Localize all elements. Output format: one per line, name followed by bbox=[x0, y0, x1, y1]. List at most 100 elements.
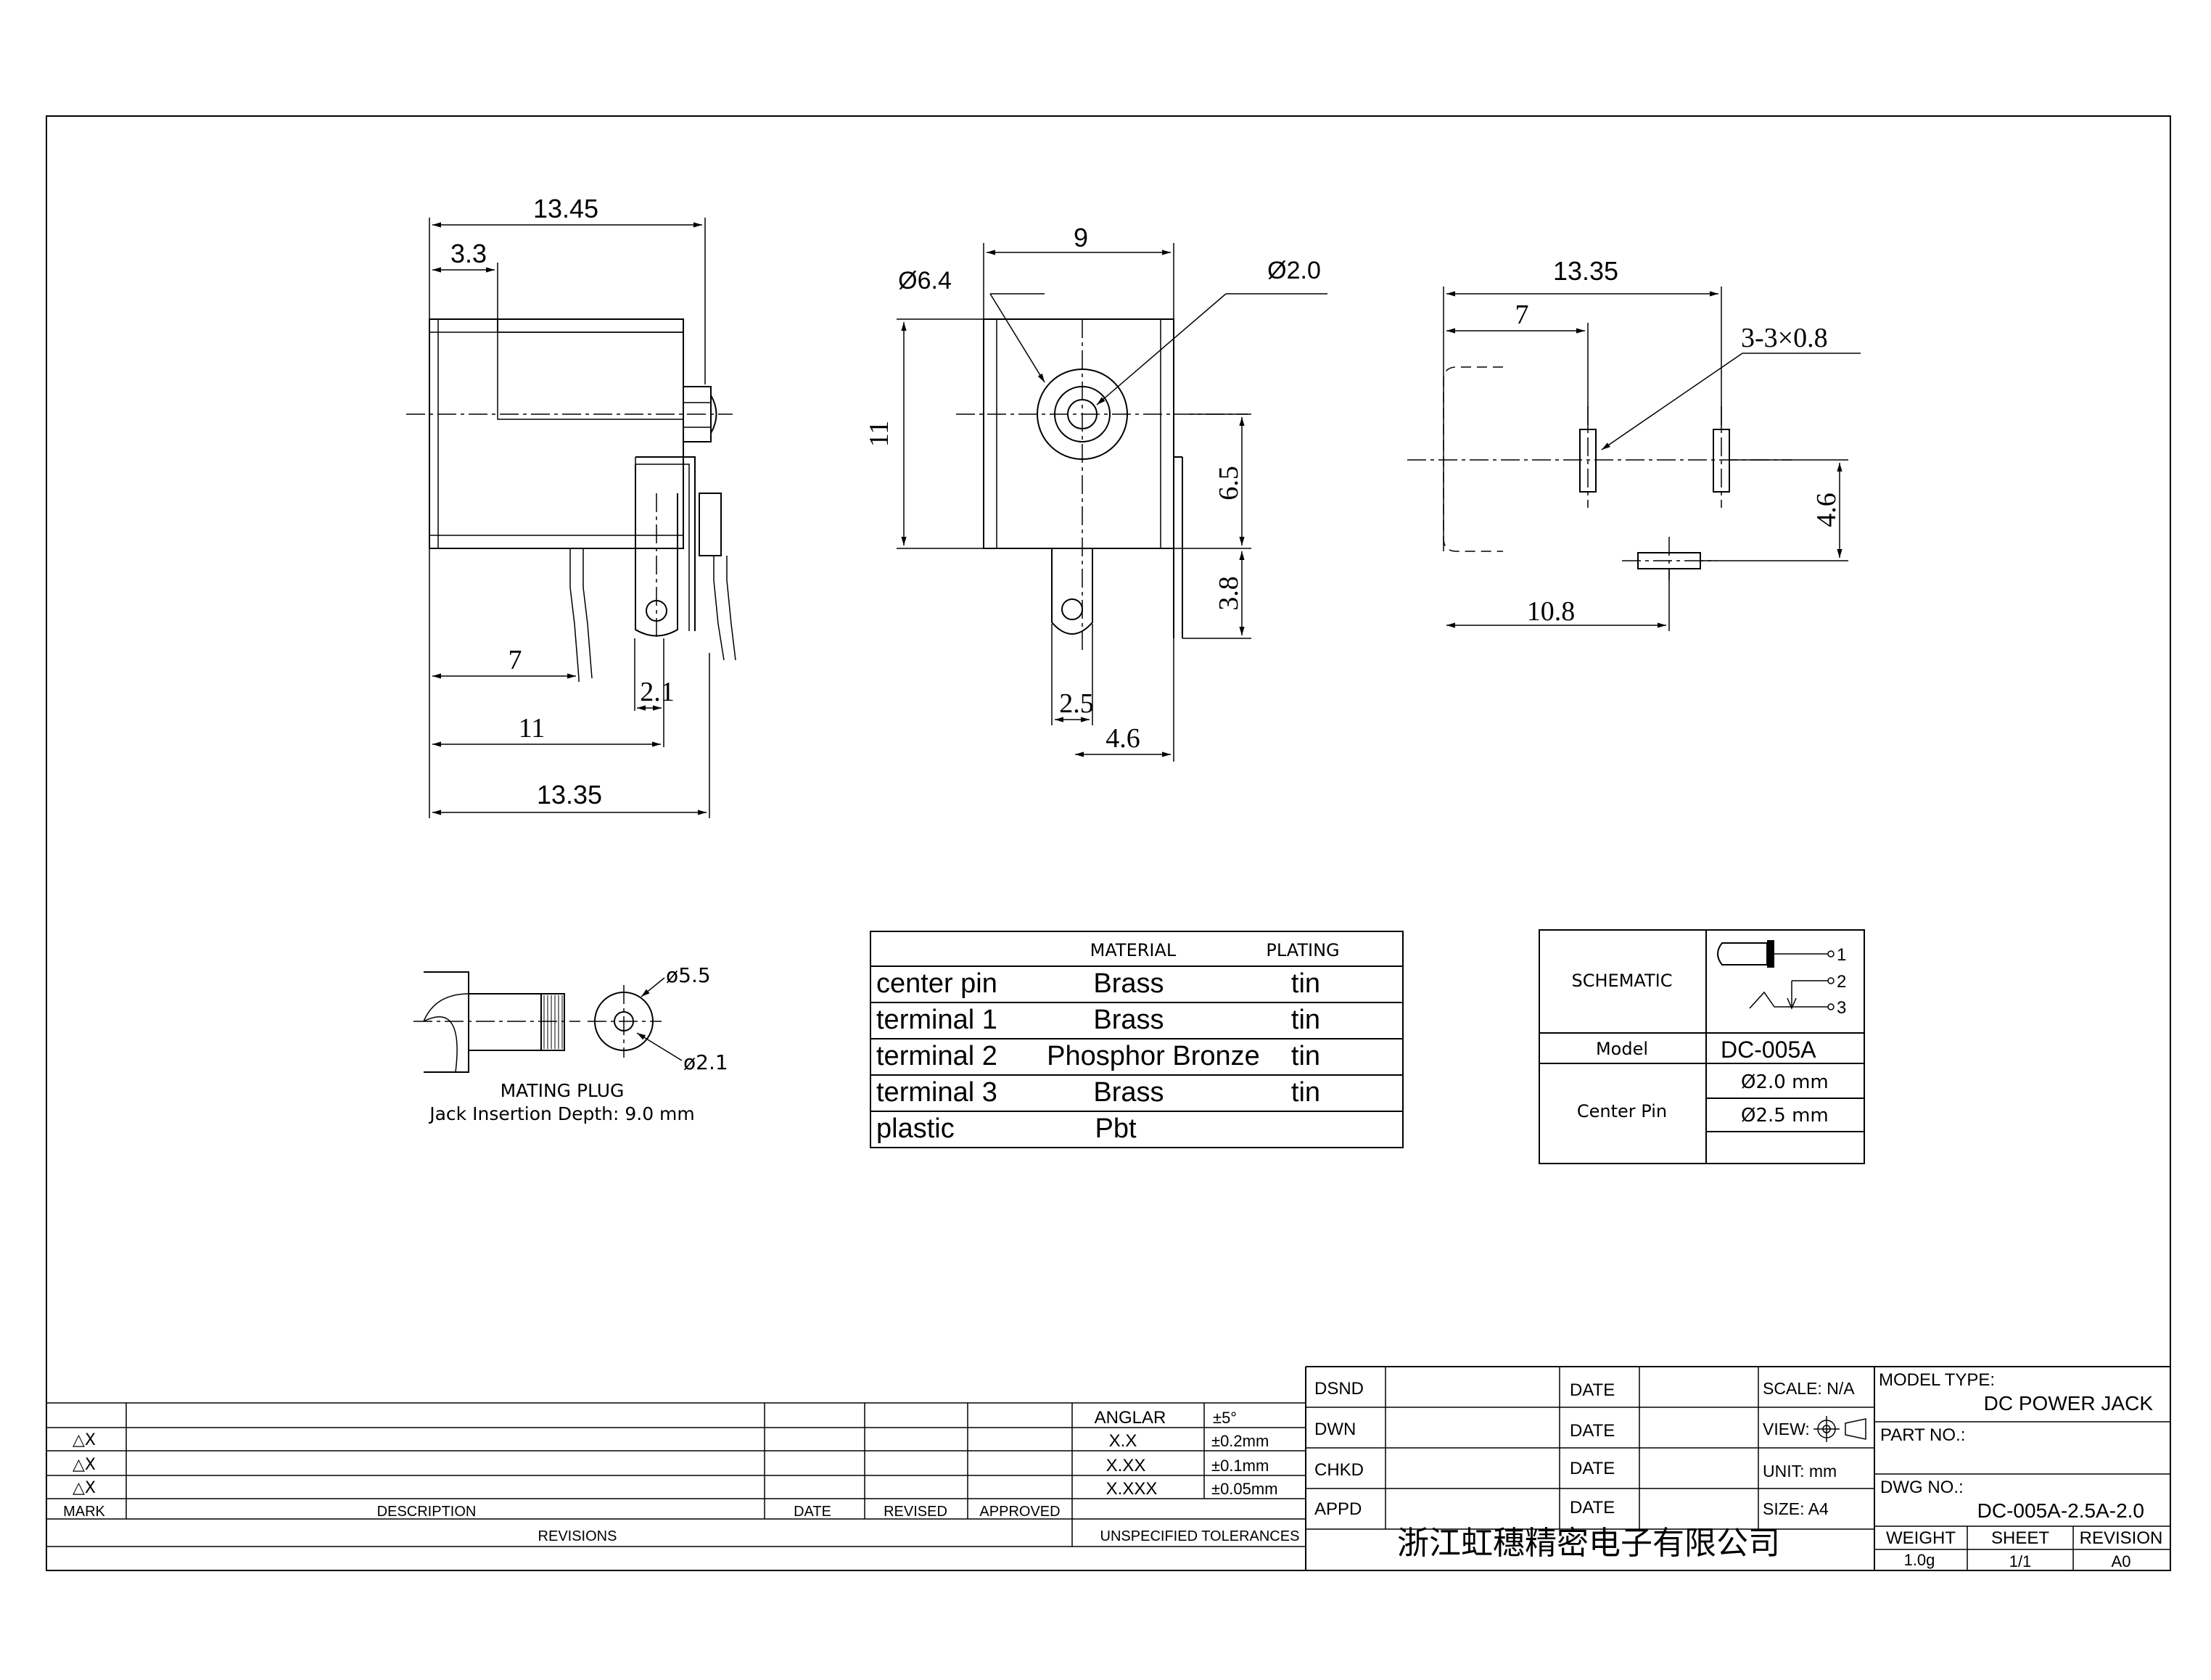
dim-side-total-bottom: 13.35 bbox=[537, 780, 602, 810]
tolerance-label-2: X.X bbox=[1109, 1431, 1137, 1451]
mating-plug: ø5.5 ø2.1 MATING PLUG Jack Insertion Dep… bbox=[413, 963, 728, 1124]
tolerance-label-3: X.XX bbox=[1106, 1456, 1146, 1475]
revisions-header-revised: REVISED bbox=[884, 1504, 947, 1520]
model-type-value: DC POWER JACK bbox=[1984, 1392, 2154, 1415]
dim-front-tab: 2.5 bbox=[1059, 688, 1094, 719]
view-text: VIEW: bbox=[1763, 1420, 1810, 1438]
role-chkd: CHKD bbox=[1314, 1460, 1364, 1480]
dim-front-width: 9 bbox=[1074, 223, 1088, 252]
materials-row-1-plating: tin bbox=[1291, 968, 1320, 999]
revision-value: A0 bbox=[2112, 1552, 2131, 1570]
center-pin-value-1: Ø2.0 mm bbox=[1741, 1071, 1829, 1093]
role-dwn: DWN bbox=[1314, 1420, 1356, 1439]
center-pin-value-2: Ø2.5 mm bbox=[1741, 1105, 1829, 1127]
scale-text: SCALE: N/A bbox=[1763, 1379, 1855, 1398]
dim-pcb-horiz: 10.8 bbox=[1527, 596, 1576, 627]
tolerance-value-1: ±5° bbox=[1213, 1409, 1237, 1427]
revisions-header-approved: APPROVED bbox=[979, 1504, 1060, 1520]
role-dsnd: DSND bbox=[1314, 1379, 1364, 1399]
dim-pcb-slot: 3-3×0.8 bbox=[1741, 323, 1828, 353]
model-label: Model bbox=[1596, 1039, 1648, 1059]
dim-front-pin: Ø2.0 bbox=[1267, 257, 1321, 284]
title-block: DSND DWN CHKD APPD DATE DATE DATE DATE S… bbox=[1305, 1366, 2170, 1570]
tolerance-value-3: ±0.1mm bbox=[1211, 1457, 1269, 1475]
dim-side-pin3: 11 bbox=[519, 713, 545, 744]
dim-pcb-total: 13.35 bbox=[1553, 256, 1618, 286]
materials-row-1-part: center pin bbox=[876, 968, 997, 999]
revision-mark-1: △X bbox=[73, 1431, 96, 1449]
materials-row-5-part: plastic bbox=[876, 1113, 955, 1144]
date-label-1: DATE bbox=[1570, 1380, 1615, 1400]
sheet-border bbox=[46, 115, 2171, 1571]
unit-text: UNIT: mm bbox=[1763, 1462, 1837, 1481]
materials-row-1-material: Brass bbox=[1093, 968, 1164, 999]
tolerance-value-2: ±0.2mm bbox=[1211, 1432, 1269, 1450]
materials-row-3-material: Phosphor Bronze bbox=[1047, 1041, 1260, 1071]
tolerance-value-4: ±0.05mm bbox=[1211, 1480, 1278, 1498]
weight-value: 1.0g bbox=[1904, 1551, 1935, 1569]
materials-header-plating: PLATING bbox=[1266, 940, 1339, 960]
revisions-footer: REVISIONS bbox=[538, 1528, 617, 1544]
schematic-pin-3: 3 bbox=[1837, 998, 1846, 1018]
materials-row-5-material: Pbt bbox=[1095, 1113, 1136, 1144]
schematic-table: 1 2 3 SCHEMATIC Model DC-005A Center Pin… bbox=[1539, 929, 1865, 1164]
schematic-pin-1: 1 bbox=[1837, 945, 1846, 965]
dim-side-flange: 3.3 bbox=[450, 239, 487, 268]
materials-table: MATERIAL PLATING center pin Brass tin te… bbox=[870, 931, 1404, 1148]
pcb-layout-view: 13.35 7 3-3×0.8 4.6 10.8 bbox=[1407, 256, 1861, 631]
materials-row-3-part: terminal 2 bbox=[876, 1041, 997, 1071]
part-no-label: PART NO.: bbox=[1880, 1425, 1965, 1445]
dim-pcb-vert: 4.6 bbox=[1811, 493, 1842, 527]
materials-row-2-material: Brass bbox=[1093, 1005, 1164, 1035]
company-name: 浙江虹穗精密电子有限公司 bbox=[1397, 1525, 1780, 1562]
model-value: DC-005A bbox=[1721, 1037, 1816, 1063]
jack-schematic-symbol bbox=[1717, 940, 1835, 1010]
dwg-no-label: DWG NO.: bbox=[1880, 1478, 1964, 1497]
materials-row-4-plating: tin bbox=[1291, 1077, 1320, 1108]
projection-symbol-icon bbox=[1813, 1416, 1866, 1442]
schematic-label: SCHEMATIC bbox=[1572, 971, 1673, 991]
revision-mark-2: △X bbox=[73, 1456, 96, 1474]
date-label-3: DATE bbox=[1570, 1459, 1615, 1478]
dim-front-hole: Ø6.4 bbox=[898, 267, 952, 295]
tolerances-footer: UNSPECIFIED TOLERANCES bbox=[1100, 1528, 1300, 1544]
schematic-pin-2: 2 bbox=[1837, 972, 1846, 992]
front-view: 9 Ø6.4 Ø2.0 11 6.5 3.8 2.5 4.6 bbox=[864, 223, 1327, 762]
size-text: SIZE: A4 bbox=[1763, 1499, 1829, 1518]
dim-front-height: 11 bbox=[864, 421, 894, 448]
dim-front-upper: 6.5 bbox=[1214, 466, 1244, 501]
dim-plug-outer: ø5.5 bbox=[666, 963, 711, 987]
materials-row-2-plating: tin bbox=[1291, 1005, 1320, 1035]
dim-side-total-top: 13.45 bbox=[533, 194, 598, 223]
revision-mark-3: △X bbox=[73, 1479, 96, 1497]
materials-row-3-plating: tin bbox=[1291, 1041, 1320, 1071]
center-pin-label: Center Pin bbox=[1577, 1101, 1667, 1121]
revisions-header-date: DATE bbox=[794, 1504, 831, 1520]
materials-row-2-part: terminal 1 bbox=[876, 1005, 997, 1035]
tolerance-label-4: X.XXX bbox=[1106, 1479, 1158, 1499]
plug-title: MATING PLUG bbox=[501, 1080, 625, 1101]
dim-side-pin1: 7 bbox=[509, 645, 522, 675]
materials-row-4-part: terminal 3 bbox=[876, 1077, 997, 1108]
dim-pcb-pin: 7 bbox=[1515, 300, 1529, 330]
dim-front-offset: 4.6 bbox=[1106, 723, 1140, 754]
weight-label: WEIGHT bbox=[1886, 1528, 1956, 1548]
materials-header-material: MATERIAL bbox=[1090, 940, 1177, 960]
revisions-block: △X △X △X MARK DESCRIPTION DATE REVISED A… bbox=[46, 1402, 1306, 1547]
side-view: 13.45 3.3 7 2.1 11 13.35 bbox=[406, 194, 736, 818]
revisions-header-description: DESCRIPTION bbox=[377, 1504, 477, 1520]
dwg-no-value: DC-005A-2.5A-2.0 bbox=[1977, 1499, 2144, 1522]
role-appd: APPD bbox=[1314, 1499, 1362, 1519]
plug-depth: Jack Insertion Depth: 9.0 mm bbox=[428, 1103, 695, 1124]
sheet-value: 1/1 bbox=[2009, 1552, 2032, 1570]
revision-label: REVISION bbox=[2080, 1528, 2163, 1548]
date-label-2: DATE bbox=[1570, 1421, 1615, 1441]
dim-front-lower: 3.8 bbox=[1214, 576, 1244, 611]
knurl-pattern bbox=[543, 995, 563, 1049]
revisions-header-mark: MARK bbox=[63, 1504, 105, 1520]
tolerance-label-1: ANGLAR bbox=[1095, 1408, 1166, 1428]
materials-row-4-material: Brass bbox=[1093, 1077, 1164, 1108]
sheet-label: SHEET bbox=[1991, 1528, 2049, 1548]
dim-plug-inner: ø2.1 bbox=[683, 1050, 728, 1074]
